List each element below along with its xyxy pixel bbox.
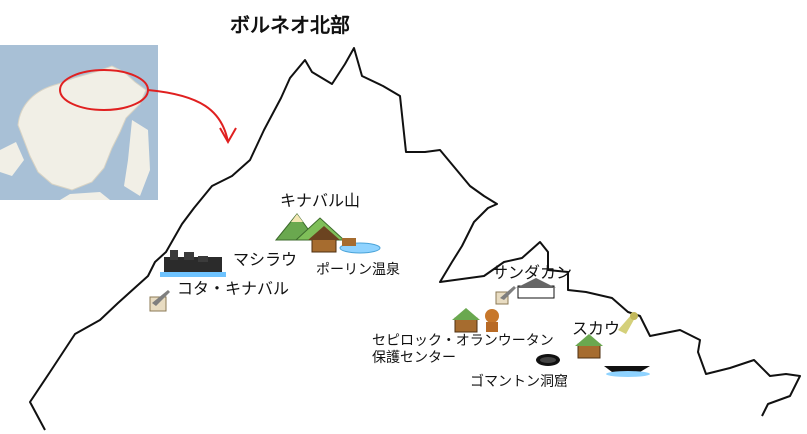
hot-spring-icon bbox=[339, 238, 381, 254]
label-sukau: スカウ bbox=[572, 319, 620, 338]
buildings-icon bbox=[516, 278, 556, 299]
coastline-outline bbox=[29, 47, 801, 431]
proboscis-monkey-icon bbox=[618, 312, 638, 334]
river-boat-icon bbox=[604, 366, 650, 377]
city-icon bbox=[160, 250, 226, 277]
inset-map bbox=[0, 45, 158, 200]
label-kinabalu-mountain: キナバル山 bbox=[280, 191, 360, 210]
label-kota-kinabalu: コタ・キナバル bbox=[177, 279, 289, 298]
sepilok-hut-icon bbox=[452, 308, 480, 333]
cave-icon bbox=[536, 354, 560, 366]
airport-icon bbox=[149, 290, 170, 312]
label-sandakan: サンダカン bbox=[492, 263, 572, 282]
inset-borneo-land bbox=[17, 65, 147, 191]
pointer-arrow-line bbox=[147, 89, 229, 143]
label-mashiraw: マシラウ bbox=[233, 250, 297, 269]
label-gomantong: ゴマントン洞窟 bbox=[470, 373, 568, 390]
inset-java-land bbox=[60, 192, 110, 200]
hut-icon bbox=[308, 226, 340, 253]
inset-sumatra-land bbox=[0, 142, 24, 176]
pointer-arrow-head bbox=[219, 127, 237, 145]
label-poring: ポーリン温泉 bbox=[316, 261, 400, 278]
orangutan-icon bbox=[485, 309, 499, 332]
inset-sulawesi-land bbox=[124, 120, 150, 196]
map-title: ボルネオ北部 bbox=[230, 13, 350, 37]
sandakan-airport-icon bbox=[495, 286, 516, 305]
label-sepilok-line1: セピロック・オランウータン bbox=[372, 333, 554, 349]
sukau-hut-icon bbox=[575, 334, 603, 359]
label-sepilok-line2: 保護センター bbox=[372, 350, 456, 366]
